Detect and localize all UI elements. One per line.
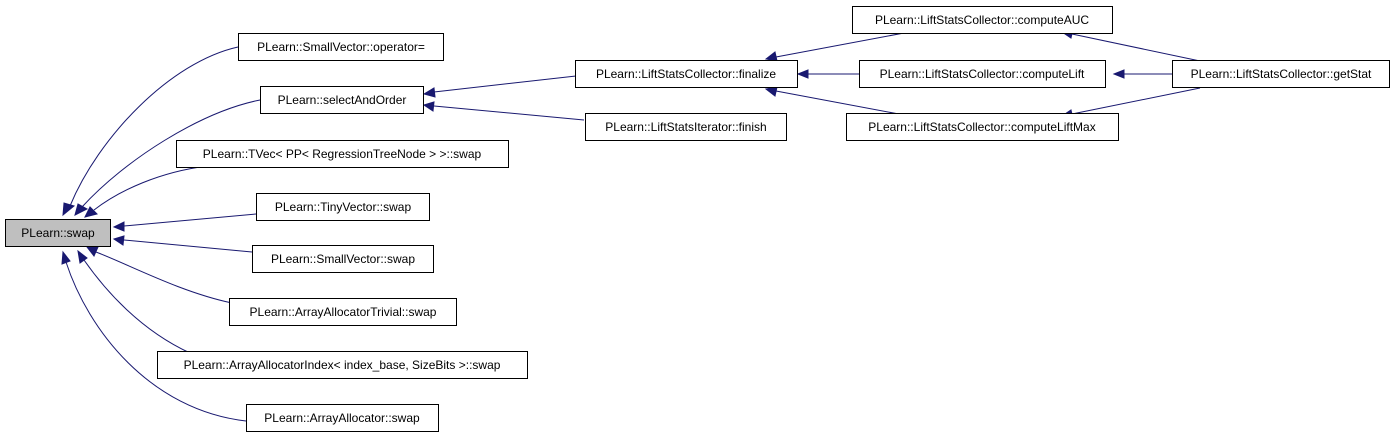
edge-smallvector-swap-to-swap <box>112 235 253 253</box>
edge-smallvector-operator-to-swap <box>62 46 239 217</box>
node-label: PLearn::ArrayAllocatorIndex< index_base,… <box>184 358 501 372</box>
node-label: PLearn::TVec< PP< RegressionTreeNode > >… <box>203 147 482 161</box>
edge-getstat-to-computelift <box>1112 69 1172 79</box>
edge-tinyvector-swap-to-swap <box>112 213 257 232</box>
edge-computeliftmax-to-finalize <box>764 86 905 116</box>
node-label: PLearn::swap <box>21 226 95 240</box>
edge-tvec-swap-to-swap <box>84 165 208 218</box>
edge-selectandorder-to-swap <box>74 99 261 216</box>
node-label: PLearn::LiftStatsCollector::getStat <box>1191 67 1372 81</box>
node-label: PLearn::ArrayAllocator::swap <box>264 411 420 425</box>
edge-arrayallocatortrivial-swap-to-swap <box>85 246 233 304</box>
node-smallvector-operator-assign[interactable]: PLearn::SmallVector::operator= <box>238 33 444 61</box>
node-label: PLearn::LiftStatsCollector::computeLiftM… <box>868 120 1095 134</box>
node-tvec-swap[interactable]: PLearn::TVec< PP< RegressionTreeNode > >… <box>176 140 509 168</box>
node-label: PLearn::SmallVector::operator= <box>257 40 425 54</box>
node-label: PLearn::LiftStatsCollector::computeLift <box>880 67 1085 81</box>
edge-finalize-to-selectandorder <box>422 75 577 98</box>
edge-arrayallocator-swap-to-swap <box>61 250 247 422</box>
node-label: PLearn::LiftStatsIterator::finish <box>605 120 766 134</box>
edge-computeauc-to-finalize <box>764 32 905 62</box>
edge-computelift-to-finalize <box>796 69 859 79</box>
node-liftstatscollector-computeliftmax[interactable]: PLearn::LiftStatsCollector::computeLiftM… <box>846 113 1119 141</box>
node-label: PLearn::TinyVector::swap <box>275 200 412 214</box>
node-liftstatscollector-getstat[interactable]: PLearn::LiftStatsCollector::getStat <box>1172 60 1390 88</box>
edge-arrayallocatorindex-swap-to-swap <box>77 249 191 354</box>
node-label: PLearn::selectAndOrder <box>278 93 407 107</box>
node-arrayallocator-swap[interactable]: PLearn::ArrayAllocator::swap <box>246 404 439 432</box>
node-liftstatsiterator-finish[interactable]: PLearn::LiftStatsIterator::finish <box>585 113 787 141</box>
node-arrayallocatortrivial-swap[interactable]: PLearn::ArrayAllocatorTrivial::swap <box>229 298 457 326</box>
node-smallvector-swap[interactable]: PLearn::SmallVector::swap <box>252 245 434 273</box>
node-liftstatscollector-finalize[interactable]: PLearn::LiftStatsCollector::finalize <box>575 60 798 88</box>
node-plearn-swap[interactable]: PLearn::swap <box>5 219 111 247</box>
call-edges <box>61 28 1201 422</box>
node-label: PLearn::LiftStatsCollector::finalize <box>596 67 776 81</box>
node-arrayallocatorindex-swap[interactable]: PLearn::ArrayAllocatorIndex< index_base,… <box>157 351 528 379</box>
call-nodes: PLearn::swap PLearn::SmallVector::operat… <box>5 6 1390 432</box>
node-label: PLearn::SmallVector::swap <box>271 252 415 266</box>
edge-finish-to-selectandorder <box>422 101 585 121</box>
node-liftstatscollector-computeauc[interactable]: PLearn::LiftStatsCollector::computeAUC <box>852 6 1113 34</box>
node-label: PLearn::LiftStatsCollector::computeAUC <box>875 13 1089 27</box>
node-selectandorder[interactable]: PLearn::selectAndOrder <box>260 86 424 114</box>
node-tinyvector-swap[interactable]: PLearn::TinyVector::swap <box>256 193 430 221</box>
node-liftstatscollector-computelift[interactable]: PLearn::LiftStatsCollector::computeLift <box>859 60 1106 88</box>
node-label: PLearn::ArrayAllocatorTrivial::swap <box>250 305 437 319</box>
